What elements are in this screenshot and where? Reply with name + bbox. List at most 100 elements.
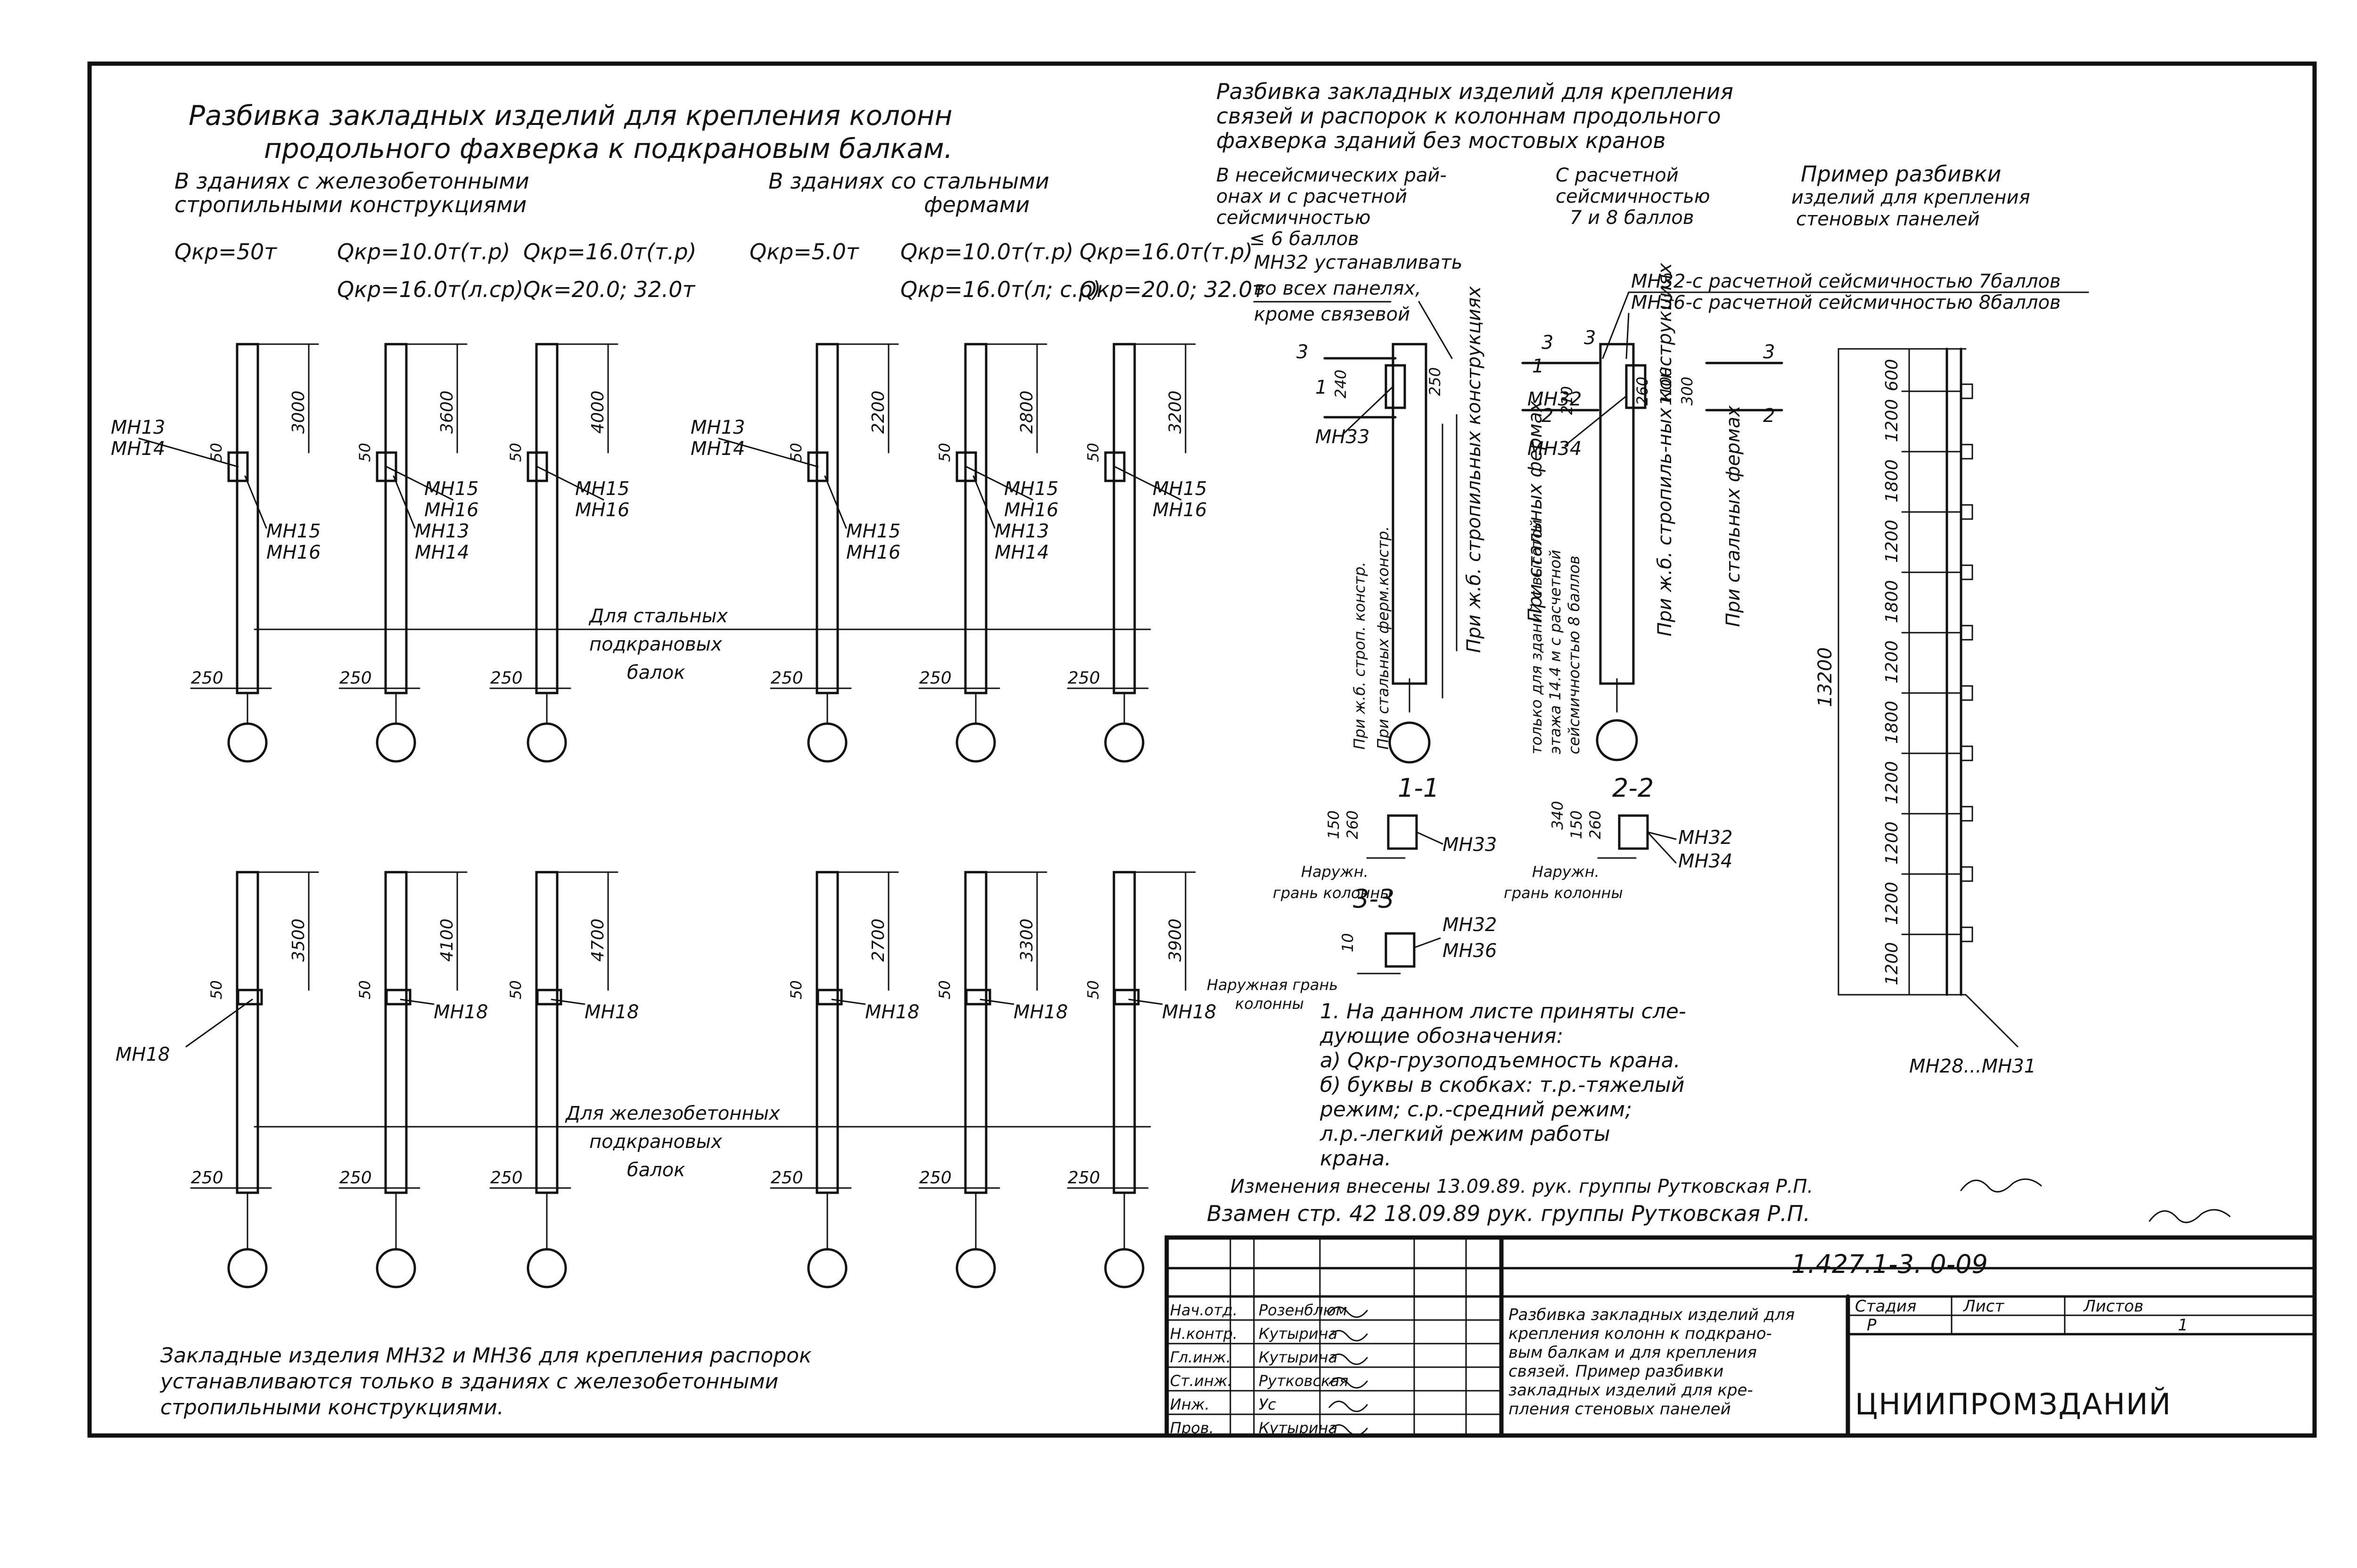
embed-leader-b-4 [824,475,847,529]
column-2 [384,343,408,694]
base-dim-1: 250 [191,1168,223,1188]
outer-face-b2: грань колонны [1504,884,1623,902]
crane-load-2b: Qкр=16.0т(л.ср) [337,277,523,302]
base-dim-5: 250 [919,1168,952,1188]
outer-face-b1: Наружн. [1532,863,1599,881]
embed-label-a-bot-1: МН14 [111,438,165,460]
stamp-role-6: Пров. [1170,1419,1214,1437]
embed-label-2: МН18 [434,1001,488,1023]
offset-dim-5: 50 [936,443,954,462]
detail-3-plate [1385,932,1416,968]
embed-leader-4 [831,999,866,1005]
panel-embed-5 [1960,625,1973,641]
embed-plate-1 [237,989,263,1006]
steel-truss-note: При стальных ферм.констр. [1374,526,1392,750]
section-1-1-column [1392,343,1427,685]
detail-1-plate [1387,814,1418,850]
middle-title-line-2: связей и распорок к колоннам продольного [1216,103,1721,129]
bottom-note-line-3: стропильными конструкциями. [160,1395,504,1419]
top-note-line-2: подкрановых [589,634,722,655]
dim-1-1-b: 250 [1426,367,1444,396]
axis-circle-2 [376,1248,416,1288]
signature-2 [2149,1209,2231,1223]
bottom-note-line-1: Закладные изделия МН32 и МН36 для крепле… [160,1344,812,1368]
height-dim-1: 3500 [289,918,308,962]
dim-extra-c: 340 [1549,801,1566,830]
embed-plate-2 [376,451,397,482]
nonseismic-line-4: ≤ 6 баллов [1249,228,1359,250]
offset-dim-4: 50 [787,980,805,999]
embed-label-a-bot-4: МН14 [691,438,745,460]
dim-extra-a: 150 [1325,810,1343,839]
base-dim-1: 250 [191,668,223,688]
embed-label-b-bot-5: МН14 [995,542,1049,563]
height-dim-3: 4700 [588,918,608,962]
middle-title-line-1: Разбивка закладных изделий для крепления [1216,79,1733,104]
panel-embed-3 [1960,504,1973,520]
section-mark-2a: 2 [1541,405,1553,427]
section-3-3-label: 3-3 [1353,884,1394,914]
embed-leader-a-1 [138,437,239,468]
base-dim-3: 250 [490,1168,523,1188]
embed-label-a-top-6: МН15 [1153,478,1207,500]
notes-block: 1. На данном листе приняты сле- дующие о… [1319,999,1686,1171]
panel-elevation: 6001320012001800120018001200180012001200… [1814,347,2036,1077]
mn33-label: МН33 [1315,426,1370,448]
column-3 [535,343,559,694]
title-block: 1.427.1-3. 0-09 Нач.отд.РозенблюмН.контр… [1164,1235,2317,1438]
detail-mn32-34-a: МН32 [1678,827,1733,849]
crane-loads: Qкр=50т Qкр=10.0т(т.р) Qкр=16.0т(л.ср) Q… [174,239,1266,302]
embed-label-a-top-5: МН15 [1004,478,1059,500]
only-for-1: только для зданий с высотой [1527,520,1545,754]
embed-leader-1 [185,999,253,1048]
embed-label-a-bot-2: МН16 [424,499,479,521]
crane-load-6a: Qкр=16.0т(т.р) [1080,239,1253,264]
embed-leader-a-5 [965,466,1033,501]
embed-label-a-bot-5: МН16 [1004,499,1059,521]
column-5 [964,871,988,1194]
axis-circle-2 [376,722,416,763]
stamp-title-6: пления стеновых панелей [1508,1400,1731,1419]
panel-total-dim: 13200 [1814,647,1836,707]
detail-2-plate [1618,814,1649,850]
panel-seg-dim-8: 1200 [1882,821,1902,865]
axis-circle-1 [227,722,268,763]
axis-circle-6 [1104,722,1145,763]
detail-mn33: МН33 [1442,834,1497,856]
panel-header: Пример разбивки изделий для крепления ст… [1791,161,2030,230]
height-dim-6: 3200 [1166,390,1185,434]
embed-leader-b-5 [972,475,996,529]
stamp-name-2: Кутырина [1259,1325,1337,1343]
dim-1-1-a: 240 [1332,370,1350,398]
steel-trusses-1: При стальных фермах [1525,401,1546,622]
outer-face-a2: грань колонны [1273,884,1392,902]
embed-label-a-bot-6: МН16 [1153,499,1207,521]
embed-plate-5 [956,451,977,482]
column-1 [236,871,259,1194]
panel-title-line-2: изделий для крепления [1791,187,2030,208]
rc-short: При ж.б. стропиль-ных конструкциях [1654,263,1676,636]
embed-label-5: МН18 [1014,1001,1068,1023]
embed-label-a-top-4: МН13 [691,417,745,438]
stamp-signature-1 [1328,1306,1368,1318]
dim-extra-b: 260 [1343,810,1361,839]
detail-mn32-34-b: МН34 [1678,850,1733,872]
axis-circle-4 [807,722,848,763]
section-1-1-plate [1385,364,1406,409]
panel-embed-9 [1960,866,1973,882]
height-dim-3: 4000 [588,390,608,434]
dim-2-2-c: 1100 [1657,367,1675,405]
column-4 [816,871,839,1194]
sheet-frame [87,61,2317,1438]
note-line-4: б) буквы в скобках: т.р.-тяжелый [1320,1073,1685,1097]
note-line-3: а) Qкр-грузоподъемность крана. [1320,1048,1681,1073]
stamp-name-5: Ус [1259,1395,1277,1413]
embed-label-b-bot-2: МН14 [415,542,470,563]
panel-embed-2 [1960,444,1973,460]
embed-leader-a-6 [1114,466,1182,501]
section-mark-3d: 3 [1763,341,1775,363]
embed-plate-1 [227,451,249,482]
bottom-row-columns: 250350050МН18250410050МН18250470050МН182… [115,871,1217,1288]
organization-name: ЦНИИПРОМЗДАНИЙ [1855,1387,2172,1421]
rc-trusses-1: При ж.б. стропильных конструкциях [1463,286,1485,653]
